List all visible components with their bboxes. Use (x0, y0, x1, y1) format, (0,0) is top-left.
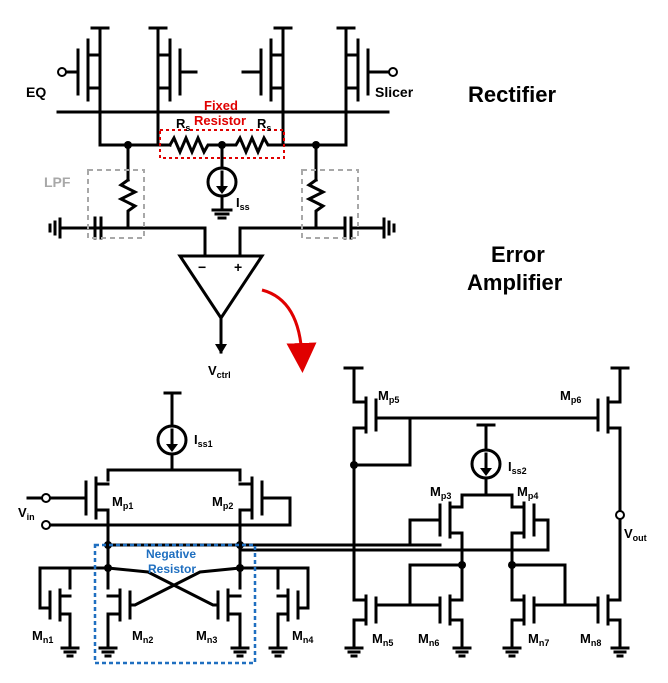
mn2-label: Mn2 (132, 628, 153, 645)
mn6-label: Mn6 (418, 631, 439, 648)
mn1-label: Mn1 (32, 628, 53, 645)
rect-transistor-2 (148, 26, 198, 114)
fixed-label-2: Resistor (194, 113, 246, 128)
vout-terminal (615, 510, 625, 520)
mp1-label: Mp1 (112, 494, 133, 511)
ground-lpf-left (48, 217, 62, 239)
iss1-label: Iss1 (194, 432, 213, 449)
red-arrow (261, 288, 317, 373)
fixed-label-1: Fixed (204, 98, 238, 113)
mp5-label: Mp5 (378, 388, 399, 405)
resistor-rs-left (167, 134, 224, 156)
mn5-label: Mn5 (372, 631, 393, 648)
rect-transistor-1 (58, 26, 110, 114)
ground-lpf-right (382, 217, 396, 239)
mn7-label: Mn7 (528, 631, 549, 648)
vin-label: Vin (18, 505, 35, 522)
eq-terminal (57, 67, 67, 77)
iss2-label: Iss2 (508, 459, 527, 476)
amplifier-block (26, 366, 630, 665)
mp2-label: Mp2 (212, 494, 233, 511)
vctrl-label: Vctrl (208, 363, 231, 380)
mn3-label: Mn3 (196, 628, 217, 645)
amp-minus: − (198, 259, 206, 275)
rs-right-label: Rs (257, 116, 271, 133)
iss-label: Iss (236, 195, 250, 212)
grounds-right (344, 646, 630, 658)
grounds-left (60, 646, 288, 658)
rect-transistor-3 (241, 26, 293, 114)
lpf-box-right (301, 169, 359, 239)
amp-plus: + (234, 259, 242, 275)
rectifier-block (48, 26, 398, 373)
mp3-label: Mp3 (430, 484, 451, 501)
fixed-resistor-box (159, 129, 285, 159)
lpf-label: LPF (44, 174, 71, 190)
neg-res-label-1: Negative (146, 547, 196, 561)
mn4-label: Mn4 (292, 628, 313, 645)
slicer-terminal (388, 67, 398, 77)
lpf-box-left (87, 169, 145, 239)
slicer-label: Slicer (375, 84, 414, 100)
vout-label: Vout (624, 526, 647, 543)
rectifier-title: Rectifier (468, 82, 556, 107)
error-amplifier-symbol (177, 254, 265, 321)
error-title-line2: Amplifier (467, 270, 563, 295)
negative-resistor-box (93, 543, 257, 665)
neg-res-label-2: Resistor (148, 562, 196, 576)
mp6-label: Mp6 (560, 388, 581, 405)
rect-transistor-4 (336, 26, 392, 114)
resistor-rs-right (220, 134, 272, 156)
eq-label: EQ (26, 84, 46, 100)
mp4-label: Mp4 (517, 484, 538, 501)
error-title-line1: Error (491, 242, 545, 267)
ground-iss (211, 208, 233, 220)
rs-left-label: Rs (176, 116, 190, 133)
mn8-label: Mn8 (580, 631, 601, 648)
